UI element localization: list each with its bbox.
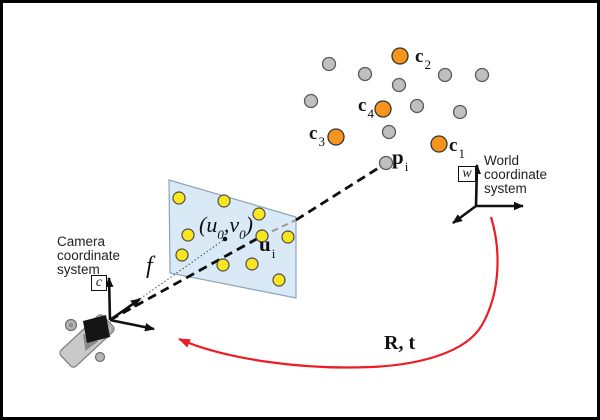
label-sub: 4	[367, 105, 374, 121]
diagram-graphics	[59, 47, 524, 369]
scene-point-pi	[378, 155, 394, 171]
scene-points-layer	[303, 56, 490, 140]
image-point	[245, 257, 259, 271]
control-point	[374, 100, 392, 118]
principal-part: (u	[199, 212, 218, 237]
control-point	[327, 128, 345, 146]
camera-label-line2: coordinate	[57, 248, 121, 264]
image-point	[281, 230, 295, 244]
control-point-label-c3: c3	[309, 123, 325, 149]
camera-axis-right	[109, 318, 155, 332]
image-point	[217, 194, 231, 208]
world-label-line2: coordinate	[484, 167, 548, 183]
scene-point	[381, 124, 397, 140]
principal-part: ,v	[223, 212, 240, 237]
camera-lens-block	[83, 315, 110, 343]
scene-point-label: pi	[392, 145, 409, 175]
projection-ray-to-pi	[295, 165, 381, 222]
world-frame-letter: w	[462, 166, 472, 181]
scene-point	[391, 77, 407, 93]
world-coordinate-system-label: World coordinate system	[484, 153, 548, 197]
world-axis-up	[472, 164, 482, 207]
principal-sub: 0	[239, 227, 246, 243]
control-point	[391, 47, 409, 65]
label-sub: i	[271, 246, 276, 262]
label-sub: 3	[318, 133, 325, 149]
world-frame-box: w	[458, 166, 476, 182]
image-point	[252, 207, 266, 221]
world-axes	[452, 164, 524, 225]
camera-icon	[59, 314, 115, 368]
principal-part: )	[245, 212, 253, 237]
camera-axis-up	[104, 277, 114, 321]
camera-axis-optical	[109, 297, 141, 322]
scene-point	[303, 93, 319, 109]
camera-label-line3: system	[57, 262, 100, 278]
control-point-label-c2: c2	[415, 46, 431, 72]
scene-point	[321, 56, 337, 72]
focal-length-label: f	[146, 253, 153, 279]
transform-arrow	[178, 216, 499, 369]
rotation-translation-label: R, t	[384, 332, 416, 354]
principal-point-dot	[222, 236, 228, 242]
control-points-layer	[327, 47, 448, 153]
image-point	[272, 273, 286, 287]
label-sub: 2	[424, 56, 431, 72]
image-point	[216, 258, 230, 272]
world-label-line1: World	[484, 153, 520, 168]
camera-frame-letter: c	[95, 275, 103, 290]
label-base: c	[415, 46, 424, 67]
scene-point	[409, 98, 425, 114]
label-base: p	[392, 145, 404, 169]
image-point	[181, 228, 195, 242]
label-base: c	[449, 135, 458, 156]
image-point	[255, 229, 269, 243]
world-axis-depth	[452, 204, 477, 225]
camera-frame-box: c	[91, 275, 107, 291]
scene-point	[357, 66, 373, 82]
image-point-label: ui	[259, 232, 276, 262]
control-point-label-c4: c4	[358, 95, 374, 121]
scene-point	[437, 67, 453, 83]
scene-point	[452, 104, 468, 120]
label-sub: 1	[458, 145, 465, 161]
camera-label-line1: Camera	[57, 234, 106, 249]
image-points-layer	[172, 191, 295, 287]
label-sub: i	[404, 159, 409, 175]
label-base: u	[259, 232, 271, 256]
camera-axes	[104, 277, 155, 332]
scene-point	[474, 67, 490, 83]
label-base: c	[309, 123, 318, 144]
control-point-label-c1: c1	[449, 135, 465, 161]
image-point	[172, 191, 186, 205]
principal-sub: 0	[217, 227, 224, 243]
image-point	[175, 248, 189, 262]
label-base: c	[358, 95, 367, 116]
special-points-layer	[222, 155, 394, 242]
world-label-line3: system	[484, 181, 527, 197]
principal-point-label: (u0,v0)	[199, 212, 253, 243]
camera-coordinate-system-label: Camera coordinate system	[57, 234, 121, 278]
control-point	[430, 135, 448, 153]
